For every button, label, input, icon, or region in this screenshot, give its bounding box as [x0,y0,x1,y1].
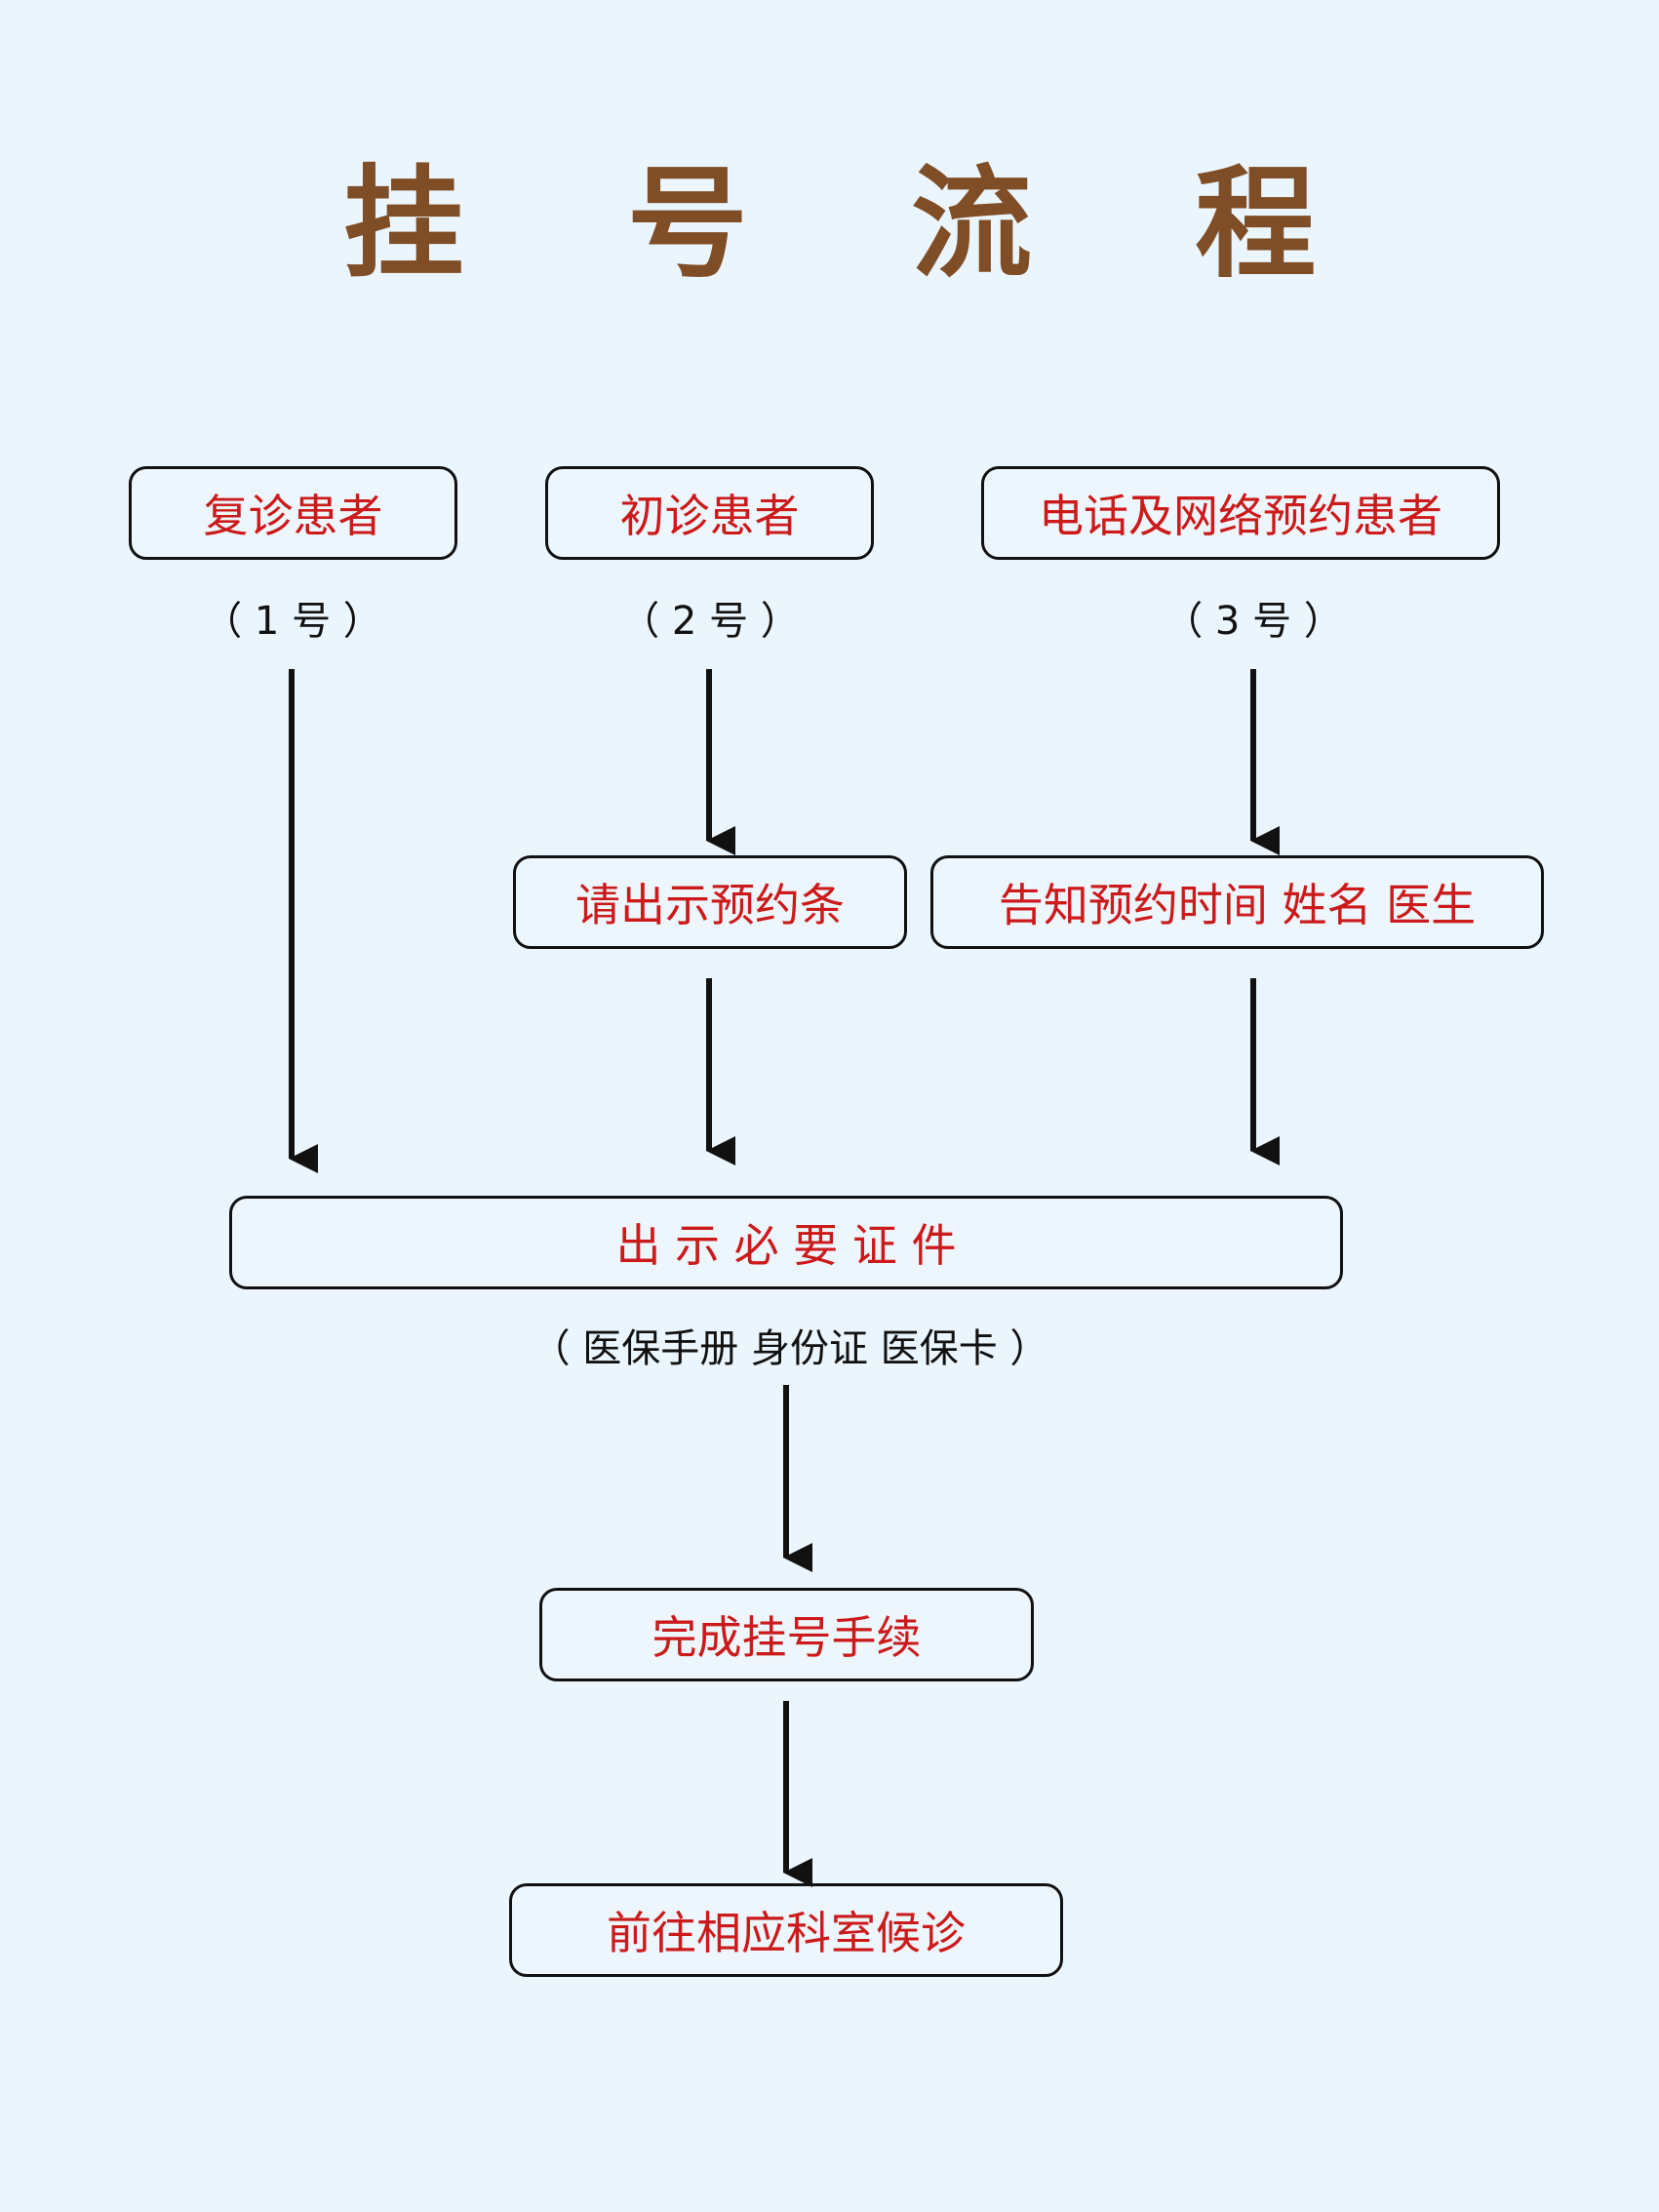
note-window-2: （ 2 号 ） [620,599,800,644]
node-return-patient: 复诊患者 [129,466,457,560]
node-show-appointment-slip: 请出示预约条 [513,855,907,949]
note-window-3: （ 3 号 ） [1164,599,1343,644]
note-documents-list: （ 医保手册 身份证 医保卡 ） [531,1326,1049,1371]
node-complete-registration: 完成挂号手续 [539,1588,1034,1681]
diagram-title: 挂 号 流 程 [342,154,1377,295]
node-inform-appointment-info: 告知预约时间 姓名 医生 [930,855,1544,949]
node-go-to-department: 前往相应科室候诊 [509,1883,1063,1977]
node-show-documents: 出 示 必 要 证 件 [229,1196,1343,1289]
node-phone-online-appointment: 电话及网络预约患者 [981,466,1500,560]
node-first-visit-patient: 初诊患者 [545,466,874,560]
note-window-1: （ 1 号 ） [203,599,382,644]
